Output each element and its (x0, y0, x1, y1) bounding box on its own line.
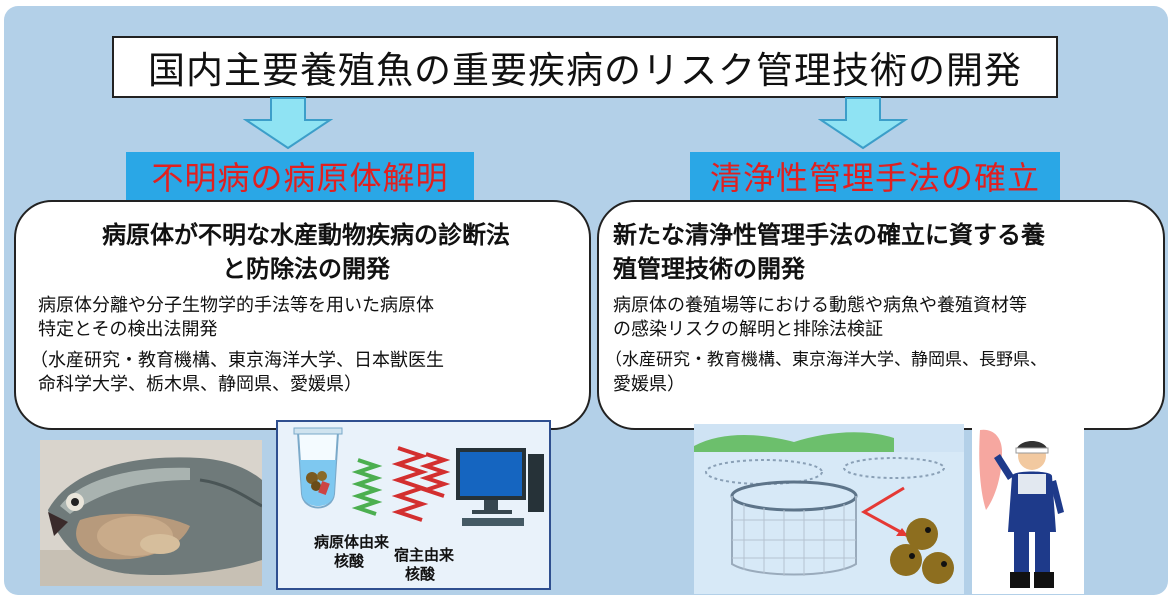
diseased-fish-photo (40, 440, 262, 586)
pathogen-label-1: 病原体由来 (314, 533, 390, 551)
right-card-title-1: 新たな清浄性管理手法の確立に資する養 (613, 221, 1045, 249)
right-card-title-2: 殖管理技術の開発 (613, 255, 805, 283)
left-orgs-2: 命科学大学、栃木県、静岡県、愛媛県） (38, 374, 362, 395)
left-card: 病原体が不明な水産動物疾病の診断法 と防除法の開発 病原体分離や分子生物学的手法… (14, 200, 591, 430)
fisherman-illustration (972, 422, 1084, 594)
title: 国内主要養殖魚の重要疾病のリスク管理技術の開発 (148, 49, 1022, 92)
fish-icon (979, 429, 1002, 510)
right-orgs-2: 愛媛県） (613, 374, 685, 395)
host-dna-icon-1 (391, 446, 429, 522)
host-label-2: 核酸 (405, 565, 436, 583)
down-arrow-left-icon (243, 97, 333, 150)
down-arrow-right-icon (818, 97, 908, 150)
aquaculture-pen-illustration (694, 424, 964, 594)
left-section-heading: 不明病の病原体解明 (126, 152, 474, 200)
host-label-1: 宿主由来 (394, 546, 455, 564)
red-arrow-icon (860, 486, 909, 538)
pathogen-label-2: 核酸 (334, 552, 365, 570)
right-section-heading: 清浄性管理手法の確立 (690, 152, 1060, 200)
pathogen-dna-icon (351, 458, 383, 516)
left-desc-2: 特定とその検出法開発 (38, 319, 218, 340)
left-desc-1: 病原体分離や分子生物学的手法等を用いた病原体 (38, 295, 434, 316)
right-heading-text: 清浄性管理手法の確立 (709, 159, 1040, 197)
right-orgs-1: （水産研究・教育機構、東京海洋大学、静岡県、長野県、 (605, 350, 1047, 370)
left-orgs-1: （水産研究・教育機構、東京海洋大学、日本獣医生 (30, 350, 444, 371)
left-heading-text: 不明病の病原体解明 (151, 159, 449, 197)
test-tube-icon (293, 427, 343, 509)
left-card-title-2: と防除法の開発 (222, 255, 390, 283)
nucleic-acid-panel (276, 420, 551, 590)
pufferfish-icon (890, 518, 954, 584)
title-box: 国内主要養殖魚の重要疾病のリスク管理技術の開発 (112, 36, 1058, 98)
computer-icon (456, 448, 544, 526)
left-card-title-1: 病原体が不明な水産動物疾病の診断法 (102, 221, 510, 249)
top-strip (62, 0, 562, 5)
host-dna-icon-2 (419, 452, 451, 498)
right-desc-1: 病原体の養殖場等における動態や病魚や養殖資材等 (613, 295, 1027, 316)
right-desc-2: の感染リスクの解明と排除法検証 (613, 319, 883, 340)
right-card: 新たな清浄性管理手法の確立に資する養 殖管理技術の開発 病原体の養殖場等における… (597, 200, 1165, 430)
